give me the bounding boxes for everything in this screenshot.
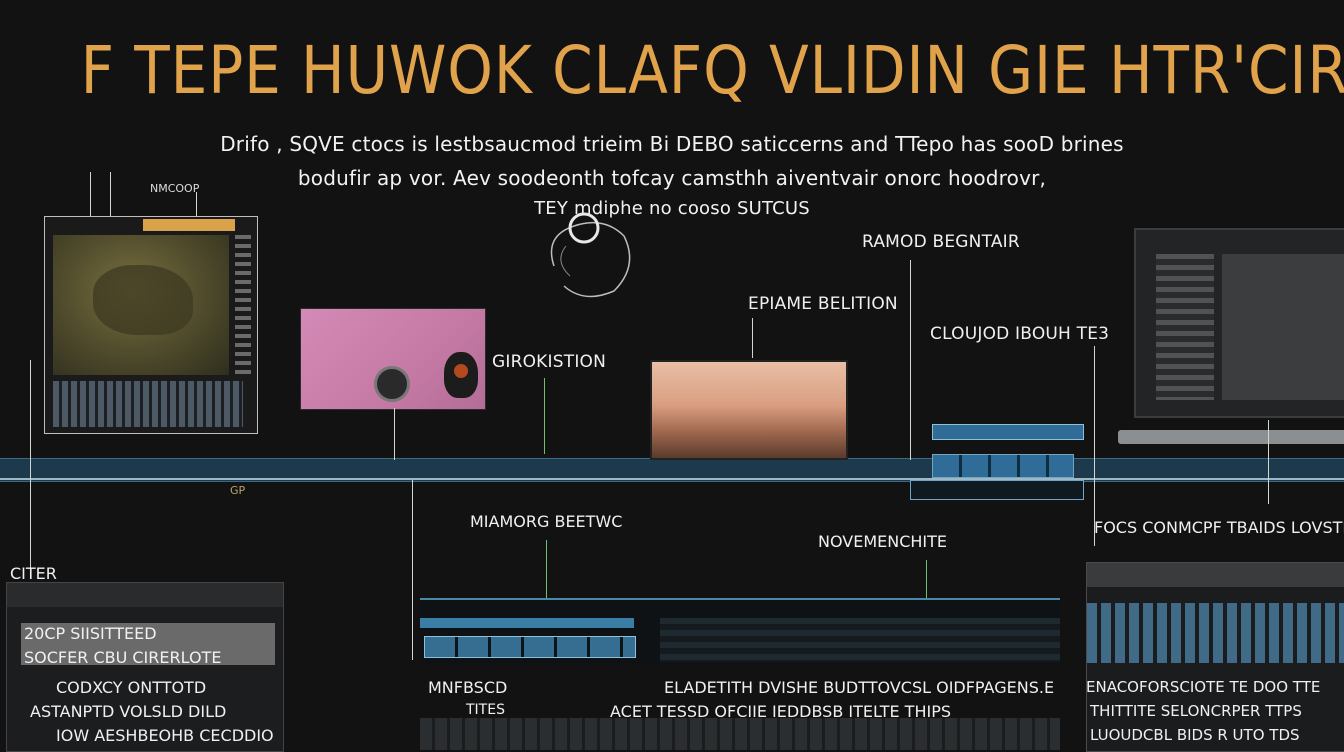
bl-line-5: IOW AESHBEOHB CECDDIO (56, 726, 274, 745)
bl-line-4: ASTANPTD VOLSLD DILD (30, 702, 226, 721)
timeline-track-3 (660, 618, 1060, 662)
bm-line-3: ELADETITH DVISHE BUDTTOVCSL OIDFPAGENS.E (664, 678, 1054, 697)
connector-micro-1 (90, 172, 91, 216)
subtitle-line-2: bodufir ap vor. Aev soodeonth tofcay cam… (200, 166, 1144, 190)
subtitle-line-1: Drifo , SQVE ctocs is lestbsaucmod triei… (200, 132, 1144, 156)
label-epiame: EPIAME BELITION (748, 294, 898, 314)
video-preview (53, 235, 229, 375)
connector-micro-3 (196, 192, 197, 216)
timeline-rule (0, 478, 1344, 480)
bm-line-1: MNFBSCD (428, 678, 507, 697)
right-monitor-screen (1222, 254, 1344, 400)
bottom-timeline (420, 718, 1060, 750)
br-toolbar (1087, 563, 1344, 587)
blue-block-mid (932, 454, 1074, 478)
dial-icon (374, 366, 410, 402)
blue-block-top (932, 424, 1084, 440)
bl-line-1: 20CP SIISITTEED (24, 624, 157, 643)
connector-epiame (752, 318, 753, 358)
label-gp: GP (230, 484, 245, 497)
label-focs: FOCS CONMCPF TBAIDS LOVSTIC (1094, 518, 1344, 537)
timeline-track-1 (420, 618, 634, 628)
connector-monitor (1268, 420, 1269, 504)
connector-ramod (910, 260, 911, 460)
monitor-timeline (53, 381, 243, 427)
label-citer: CITER (10, 564, 57, 583)
keyboard-icon (1118, 430, 1344, 444)
label-micro: NMCOOP (150, 182, 199, 195)
subtitle-line-3: TEY mdiphe no cooso SUTCUS (200, 198, 1144, 219)
right-monitor (1134, 228, 1344, 418)
connector-mid (412, 480, 413, 660)
br-line-1: ENACOFORSCIOTE TE DOO TTE (1086, 678, 1320, 696)
br-line-3: LUOUDCBL BIDS R UTO TDS (1090, 726, 1300, 744)
label-ramod: RAMOD BEGNTAIR (862, 232, 1020, 252)
connector-clouod (1094, 346, 1095, 546)
connector-micro-2 (110, 172, 111, 216)
br-grid (1087, 603, 1344, 663)
bl-line-2: SOCFER CBU CIRERLOTE (24, 648, 221, 667)
connector-left (30, 360, 31, 570)
timeline-track-2 (424, 636, 636, 658)
connector-pink (394, 408, 395, 460)
connector-grokis (544, 378, 545, 454)
label-novemench: NOVEMENCHITE (818, 532, 947, 551)
br-line-2: THITTITE SELONCRPER TTPS (1090, 702, 1302, 720)
sepia-screen (650, 360, 848, 460)
bulb-icon (444, 352, 478, 398)
bottom-right-panel (1086, 562, 1344, 752)
sketch-circle-icon (534, 206, 644, 306)
label-clouod: CLOUJOD IBOUH TE3 (930, 324, 1109, 344)
label-miamorg: MIAMORG BEETWC (470, 512, 622, 531)
blue-block-low (910, 480, 1084, 500)
middle-timeline (420, 598, 1060, 664)
connector-miamorg (546, 540, 547, 598)
right-monitor-side (1156, 254, 1214, 400)
panel-toolbar (7, 583, 283, 607)
label-grokis: GIROKISTION (492, 352, 606, 372)
monitor-header-bar (143, 219, 235, 231)
monitor-side-panel (235, 235, 251, 375)
bl-line-3: CODXCY ONTTOTD (56, 678, 206, 697)
diagram-title: F TEPE HUWOK CLAFQ VLIDIN GIE HTR'CIRM (81, 32, 1264, 109)
left-monitor (44, 216, 258, 434)
bm-line-2: TITES (466, 702, 505, 718)
